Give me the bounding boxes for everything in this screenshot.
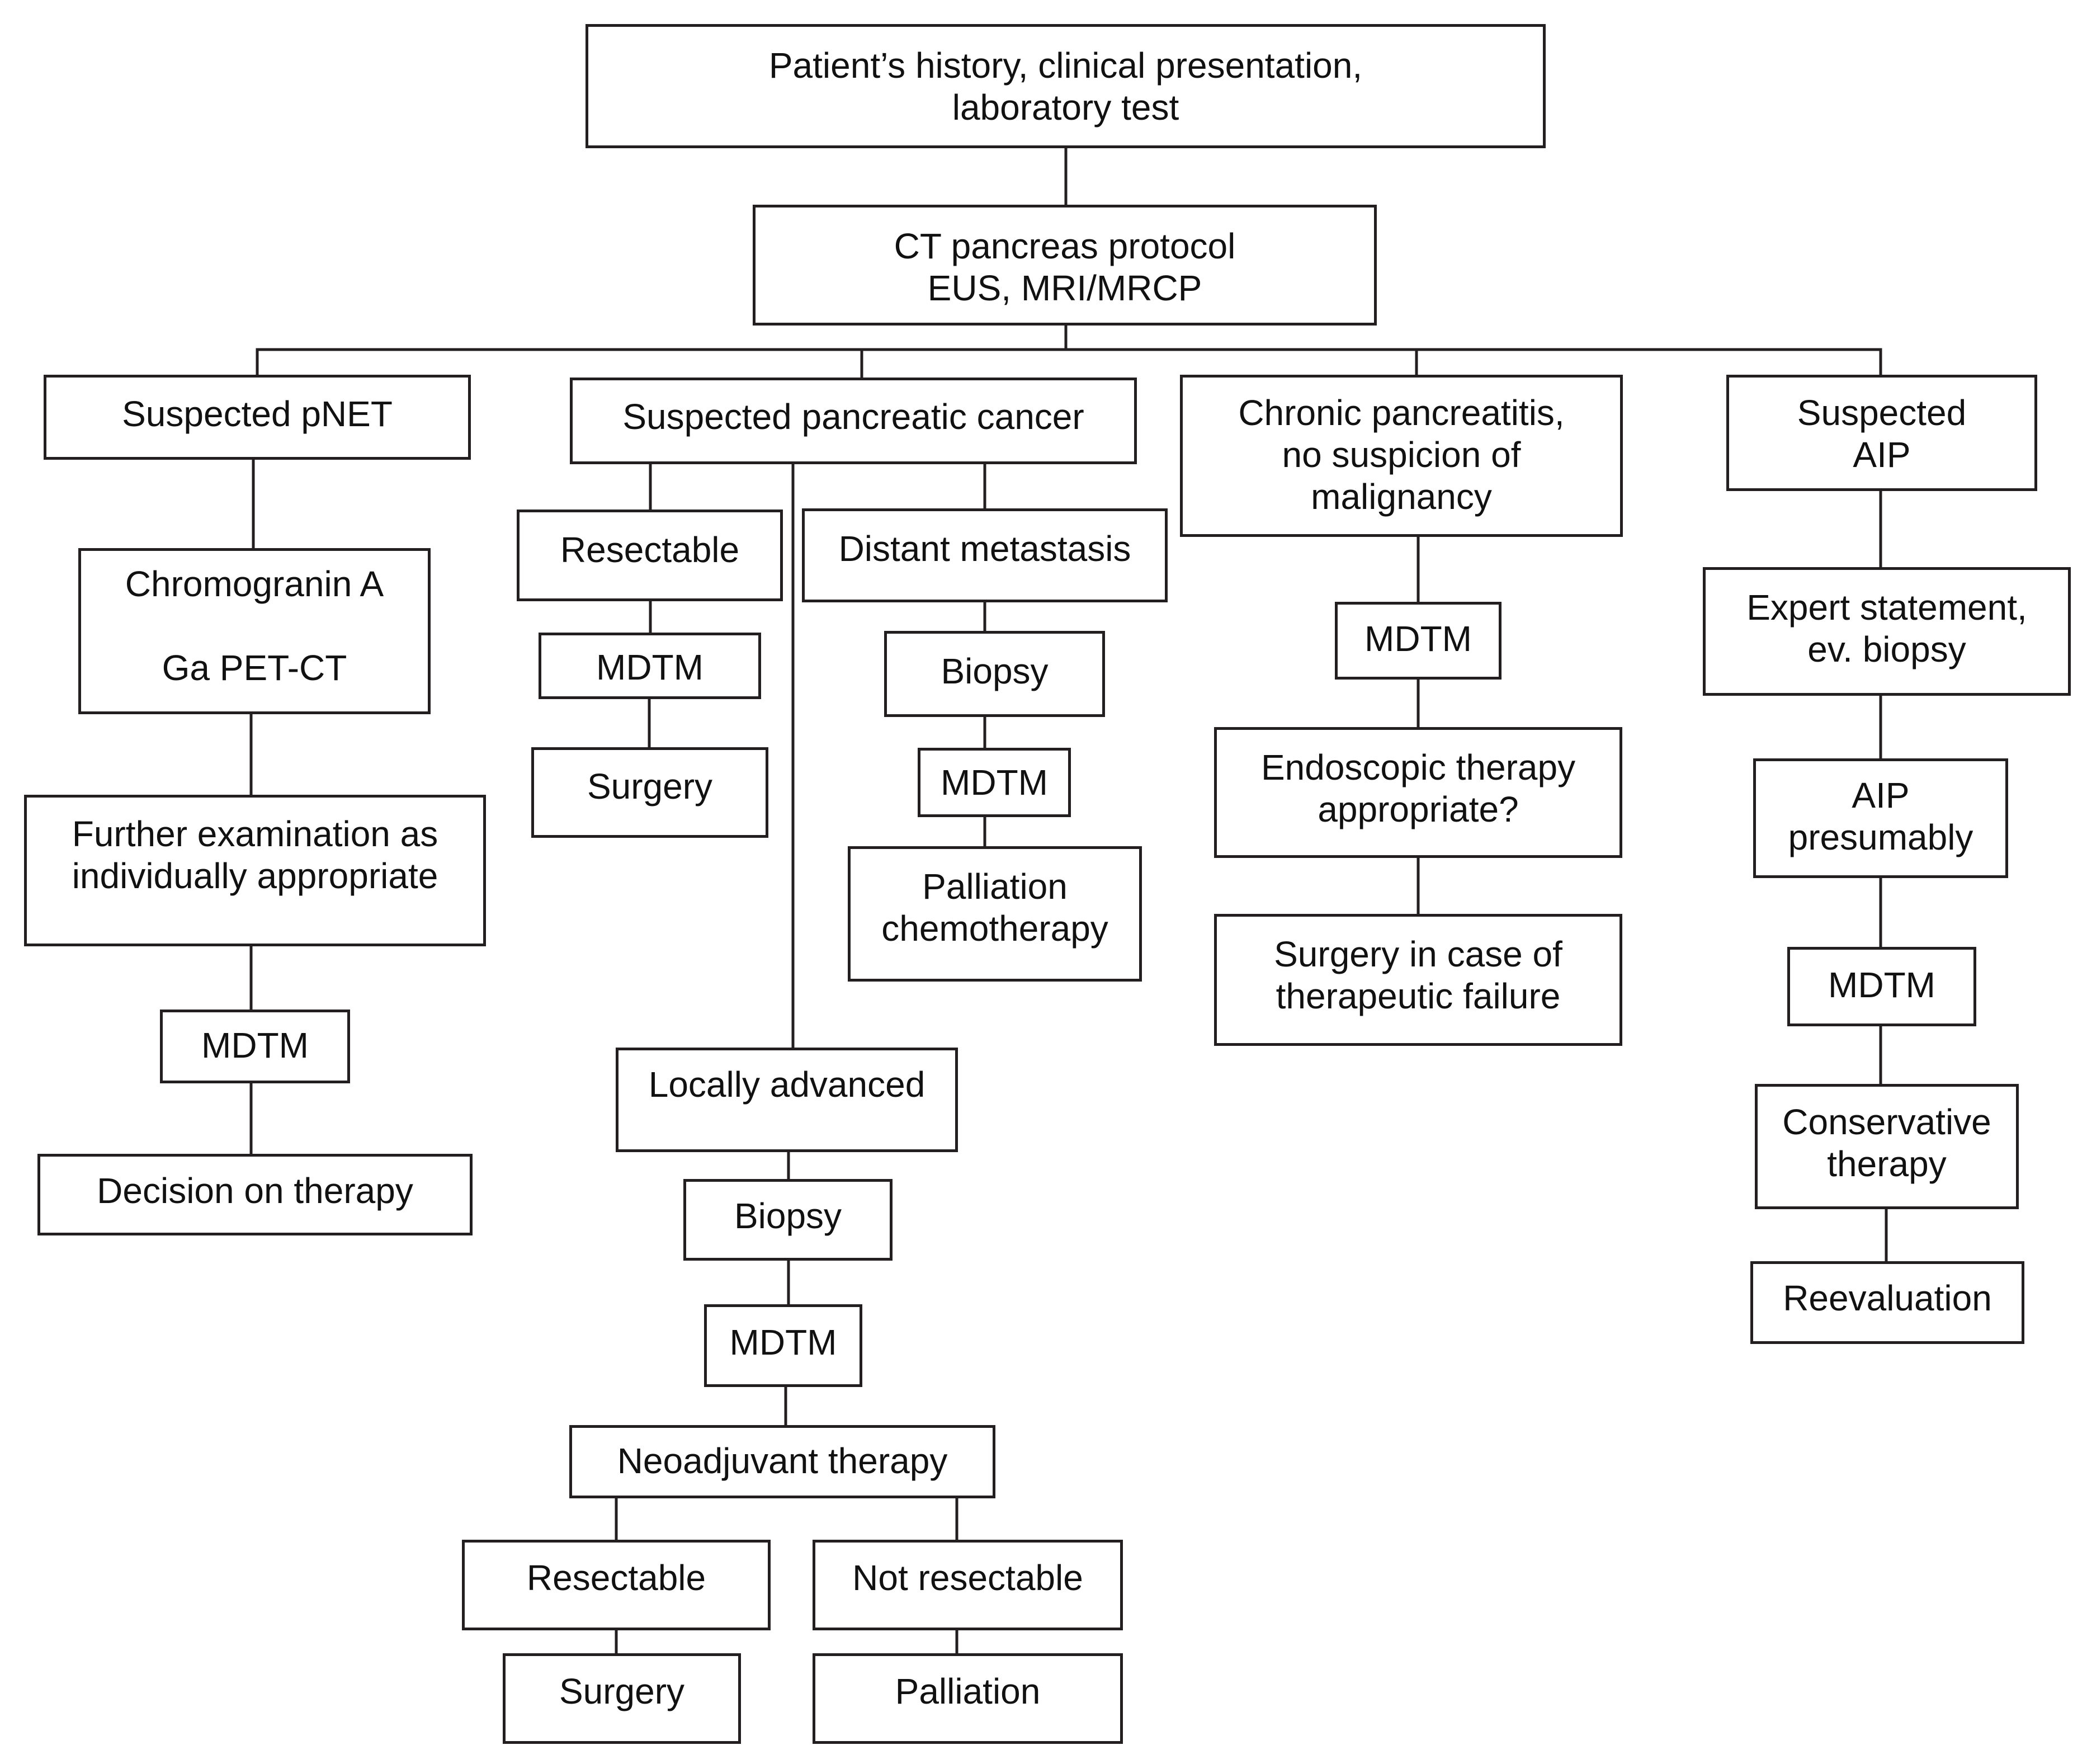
patient-history-box: Patient’s history, clinical presentation… — [586, 24, 1546, 148]
locally-advanced-label: Locally advanced — [648, 1064, 926, 1105]
conservative-therapy-label: Conservative therapy — [1782, 1102, 1991, 1184]
palliation-box: Palliation — [813, 1653, 1123, 1744]
locally-mdtm-box: MDTM — [704, 1304, 862, 1387]
metastasis-mdtm-label: MDTM — [941, 762, 1048, 803]
distant-metastasis-box: Distant metastasis — [802, 508, 1168, 602]
palliation-label: Palliation — [895, 1671, 1041, 1711]
expert-statement-box: Expert statement, ev. biopsy — [1703, 567, 2071, 696]
neoadjuvant-therapy-box: Neoadjuvant therapy — [569, 1425, 995, 1498]
reevaluation-label: Reevaluation — [1783, 1278, 1992, 1318]
chronic-pancreatitis-label: Chronic pancreatitis, no suspicion of ma… — [1238, 393, 1565, 517]
aip-mdtm-label: MDTM — [1828, 965, 1935, 1005]
conservative-therapy-box: Conservative therapy — [1755, 1084, 2019, 1209]
palliation-chemotherapy-label: Palliation chemotherapy — [881, 866, 1108, 949]
chromogranin-label: Chromogranin A Ga PET-CT — [125, 564, 384, 688]
chromogranin-box: Chromogranin A Ga PET-CT — [78, 548, 431, 714]
endoscopic-therapy-label: Endoscopic therapy appropriate? — [1260, 747, 1576, 829]
locally-advanced-box: Locally advanced — [616, 1048, 958, 1152]
further-examination-label: Further examination as individually appr… — [72, 814, 438, 896]
decision-on-therapy-label: Decision on therapy — [97, 1171, 413, 1211]
patient-history-label: Patient’s history, clinical presentation… — [768, 45, 1363, 128]
suspected-aip-box: Suspected AIP — [1726, 375, 2037, 491]
aip-mdtm-box: MDTM — [1787, 947, 1976, 1026]
suspected-pancreatic-cancer-box: Suspected pancreatic cancer — [570, 378, 1137, 464]
metastasis-mdtm-box: MDTM — [918, 748, 1071, 817]
ct-pancreas-label: CT pancreas protocol EUS, MRI/MRCP — [894, 226, 1236, 308]
resectable-box: Resectable — [517, 510, 783, 601]
resectable-label: Resectable — [560, 530, 740, 570]
resectable-mdtm-box: MDTM — [539, 633, 761, 699]
resectable-mdtm-label: MDTM — [596, 647, 703, 687]
surgery-therapeutic-failure-label: Surgery in case of therapeutic failure — [1274, 934, 1562, 1016]
expert-statement-label: Expert statement, ev. biopsy — [1746, 587, 2027, 669]
metastasis-biopsy-label: Biopsy — [941, 651, 1049, 691]
chronic-pancreatitis-box: Chronic pancreatitis, no suspicion of ma… — [1180, 375, 1623, 537]
not-resectable-label: Not resectable — [852, 1558, 1083, 1598]
resectable-after-neoadjuvant-label: Resectable — [526, 1558, 706, 1598]
surgery-therapeutic-failure-box: Surgery in case of therapeutic failure — [1214, 914, 1622, 1046]
aip-presumably-label: AIP presumably — [1788, 775, 1973, 857]
pancreatitis-mdtm-label: MDTM — [1364, 619, 1472, 659]
pnet-mdtm-box: MDTM — [160, 1010, 350, 1083]
decision-on-therapy-box: Decision on therapy — [37, 1154, 473, 1235]
further-examination-box: Further examination as individually appr… — [24, 795, 486, 946]
suspected-pnet-label: Suspected pNET — [122, 394, 393, 434]
surgery-label: Surgery — [587, 766, 713, 806]
suspected-aip-label: Suspected AIP — [1797, 393, 1967, 475]
pnet-mdtm-label: MDTM — [201, 1025, 309, 1065]
ct-pancreas-box: CT pancreas protocol EUS, MRI/MRCP — [753, 205, 1377, 326]
pancreatitis-mdtm-box: MDTM — [1335, 602, 1501, 680]
distant-metastasis-label: Distant metastasis — [838, 529, 1131, 569]
resectable-after-neoadjuvant-box: Resectable — [462, 1540, 771, 1630]
suspected-pancreatic-cancer-label: Suspected pancreatic cancer — [622, 397, 1084, 437]
surgery-box: Surgery — [531, 747, 768, 838]
surgery-after-neoadjuvant-label: Surgery — [559, 1671, 685, 1711]
locally-mdtm-label: MDTM — [729, 1322, 837, 1362]
metastasis-biopsy-box: Biopsy — [884, 631, 1105, 717]
palliation-chemotherapy-box: Palliation chemotherapy — [848, 846, 1142, 982]
not-resectable-box: Not resectable — [813, 1540, 1123, 1630]
reevaluation-box: Reevaluation — [1750, 1261, 2024, 1344]
endoscopic-therapy-box: Endoscopic therapy appropriate? — [1214, 727, 1622, 858]
surgery-after-neoadjuvant-box: Surgery — [503, 1653, 741, 1744]
locally-biopsy-box: Biopsy — [683, 1179, 893, 1261]
locally-biopsy-label: Biopsy — [734, 1196, 842, 1236]
aip-presumably-box: AIP presumably — [1753, 758, 2008, 878]
neoadjuvant-therapy-label: Neoadjuvant therapy — [617, 1441, 948, 1481]
suspected-pnet-box: Suspected pNET — [44, 375, 471, 460]
